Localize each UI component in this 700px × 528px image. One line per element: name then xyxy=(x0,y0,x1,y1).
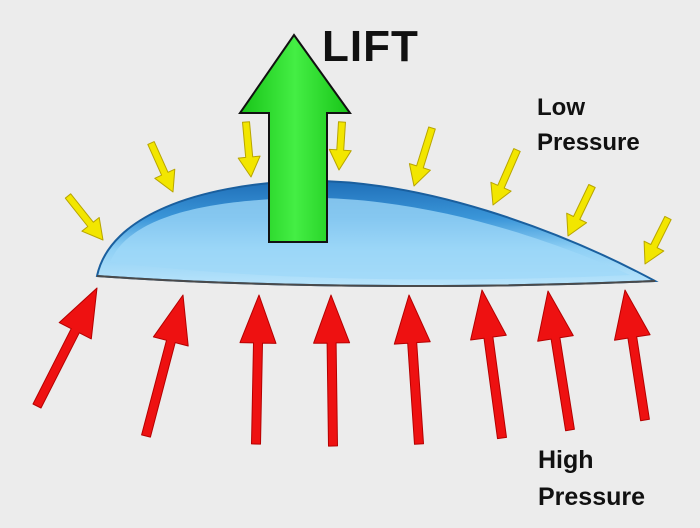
low-pressure-label-line1: Low xyxy=(537,94,585,121)
high-pressure-label: High Pressure xyxy=(538,442,645,516)
low-pressure-arrow xyxy=(490,148,521,206)
high-pressure-arrow xyxy=(313,294,351,447)
low-pressure-arrow xyxy=(64,193,104,241)
low-pressure-arrows xyxy=(64,121,672,265)
high-pressure-arrows xyxy=(32,287,651,447)
high-pressure-arrow xyxy=(614,289,651,422)
high-pressure-arrow xyxy=(239,294,277,445)
low-pressure-arrow xyxy=(566,184,596,237)
low-pressure-arrow xyxy=(328,121,352,171)
high-pressure-label-line2: Pressure xyxy=(538,483,646,511)
airfoil xyxy=(95,179,659,288)
high-pressure-label-line1: High xyxy=(538,446,594,474)
high-pressure-arrow xyxy=(393,294,431,445)
high-pressure-arrow xyxy=(470,289,507,440)
high-pressure-arrow xyxy=(141,294,189,438)
low-pressure-arrow xyxy=(408,126,436,187)
lift-label: LIFT xyxy=(322,22,419,71)
high-pressure-arrow xyxy=(32,287,98,409)
up-arrow-icon xyxy=(238,33,352,243)
lift-arrow xyxy=(238,33,352,243)
low-pressure-label: Low Pressure xyxy=(537,90,640,160)
low-pressure-label-line2: Pressure xyxy=(537,129,640,156)
low-pressure-arrow xyxy=(237,121,261,178)
low-pressure-arrow xyxy=(643,215,672,265)
high-pressure-arrow xyxy=(537,290,575,432)
low-pressure-arrow xyxy=(147,141,176,193)
